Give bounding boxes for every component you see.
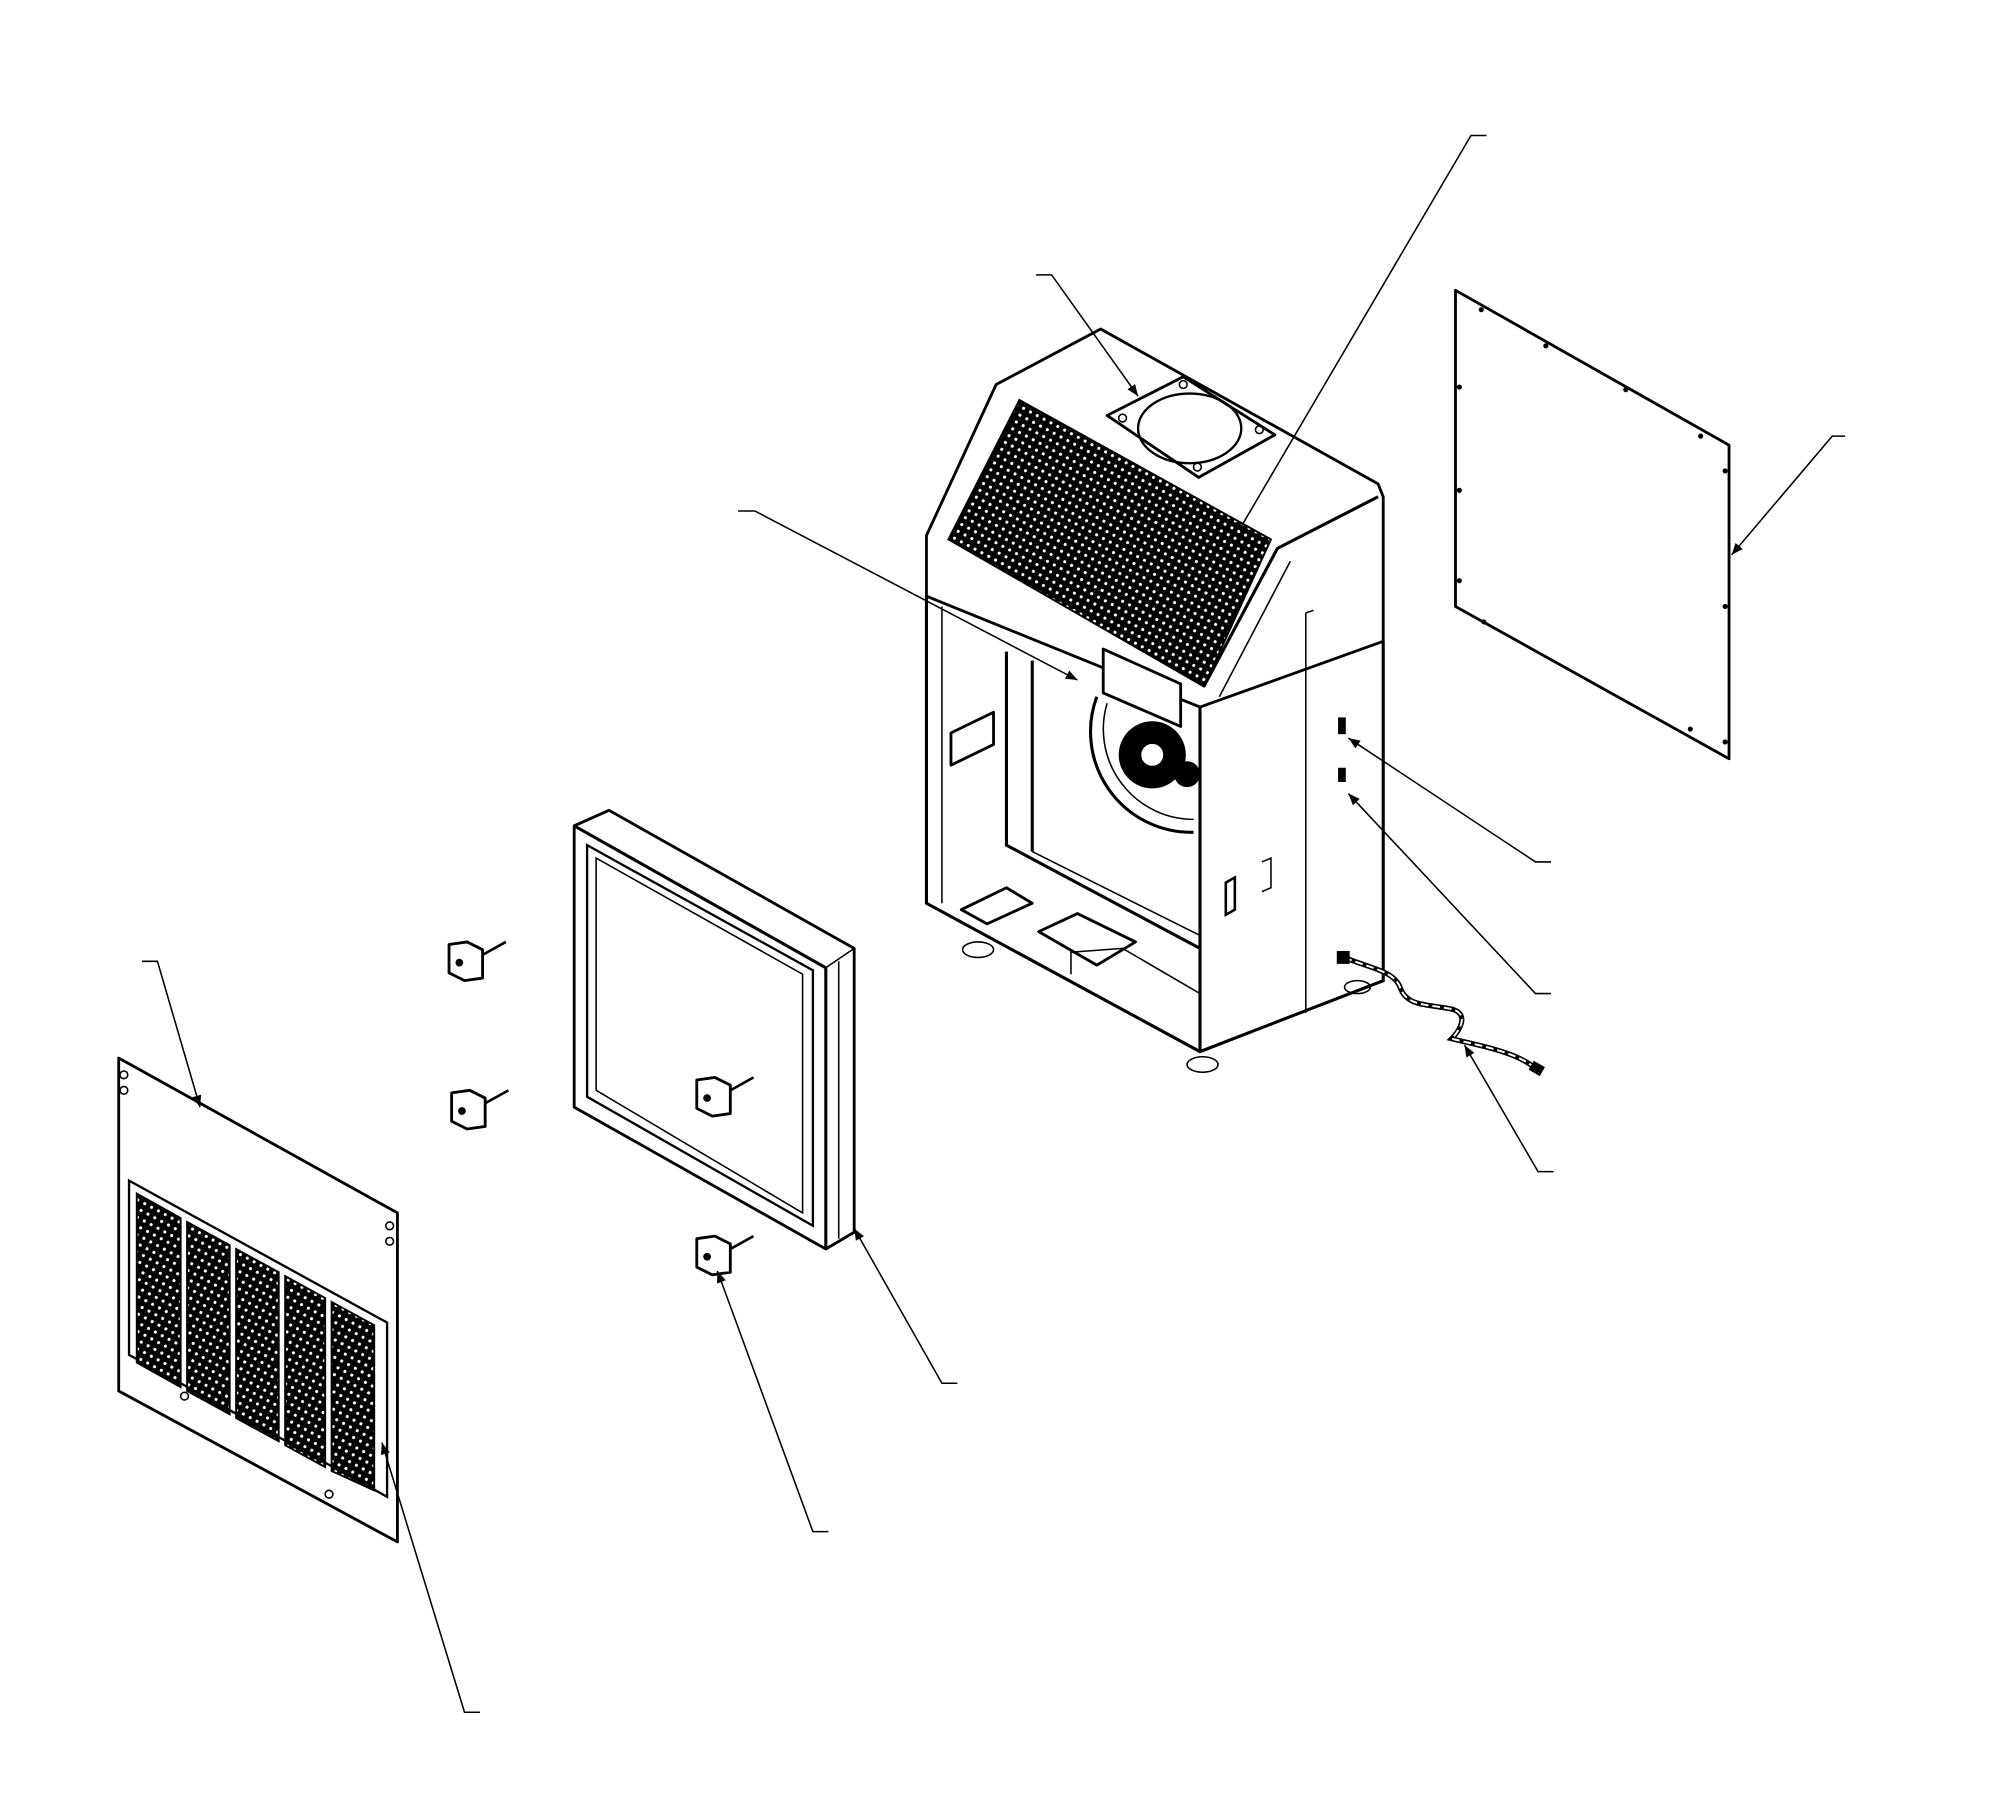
mounting-bracket	[695, 1234, 755, 1277]
rear-panel	[1454, 288, 1731, 761]
mounting-bracket	[450, 1088, 510, 1131]
leader-line	[1240, 134, 1487, 527]
top-grille	[947, 398, 1273, 688]
mounting-bracket	[695, 1076, 755, 1118]
leader-line	[738, 510, 1078, 681]
leader-line	[1731, 435, 1846, 556]
fan-mount-plate	[1105, 375, 1277, 479]
leader-line	[1347, 793, 1551, 995]
leader-line	[716, 1270, 829, 1533]
mounting-bracket	[447, 940, 507, 983]
caster	[1186, 1056, 1219, 1074]
power-cord	[1336, 950, 1545, 1077]
filter-frame	[572, 808, 856, 1251]
leader-line	[1036, 274, 1139, 397]
blower-wheel	[1089, 696, 1200, 834]
caster	[961, 941, 995, 959]
leader-line	[141, 960, 202, 1108]
leader-line	[1347, 737, 1551, 863]
leader-line	[380, 1442, 480, 1714]
callout-leaders	[141, 134, 1846, 1714]
front-grille-panel	[117, 1056, 399, 1544]
leader-line	[1463, 1044, 1554, 1173]
label-plate	[1101, 647, 1183, 728]
side-switch-upper	[1338, 717, 1346, 735]
caster	[1343, 979, 1372, 995]
leader-line	[853, 1228, 958, 1384]
cabinet	[924, 327, 1385, 1074]
side-switch-lower	[1338, 767, 1346, 782]
